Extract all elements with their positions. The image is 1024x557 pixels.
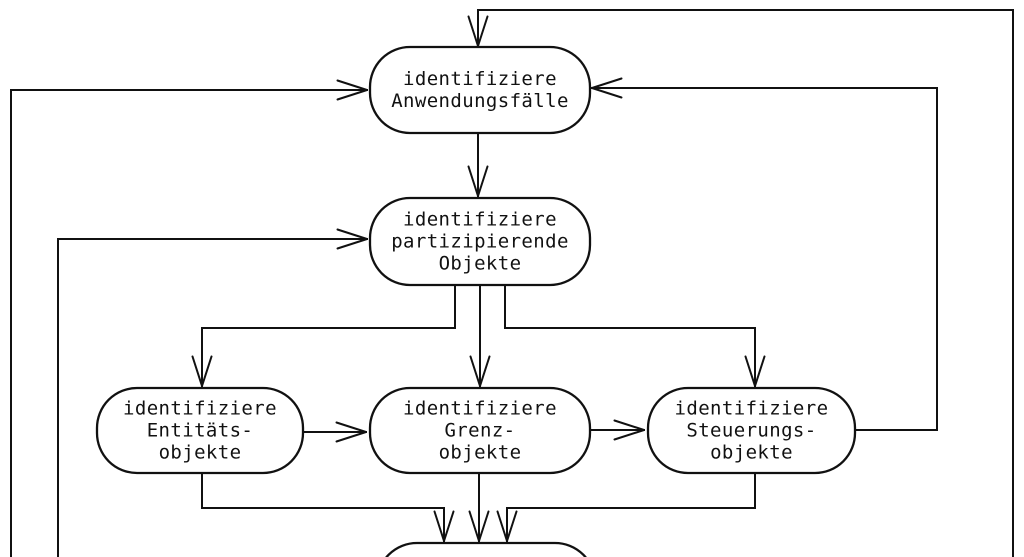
arrowhead-icon: [496, 510, 508, 542]
arrowhead-icon: [469, 355, 481, 387]
node-label-line: identifiziere: [403, 68, 557, 90]
arrowhead-icon: [336, 228, 368, 240]
edge-loop-bottom-to-anwendungsfaelle-left: [10, 79, 368, 557]
edge-loop-bottom-to-partizipierende-left: [57, 228, 368, 557]
arrowhead-icon: [613, 429, 645, 441]
edge-path: [506, 472, 756, 542]
node-bottom-partial: [385, 541, 587, 557]
node-label-line: identifiziere: [675, 398, 829, 420]
edge-path: [477, 9, 1014, 557]
node-label-line: Grenz-: [444, 420, 515, 442]
node-shape: [385, 541, 587, 557]
node-label-line: objekte: [159, 442, 242, 464]
arrowhead-icon: [467, 15, 479, 47]
node-shape: [646, 386, 857, 475]
arrowhead-icon: [467, 165, 479, 197]
edge-anwendungsfaelle-to-partizipierende: [467, 132, 489, 197]
node-label-line: Entitäts-: [147, 420, 254, 442]
node-shape: [368, 196, 592, 287]
arrowhead-icon: [613, 419, 645, 431]
node-label-line: identifiziere: [403, 209, 557, 231]
node-label-line: partizipierende: [391, 231, 569, 253]
arrowhead-icon: [506, 510, 518, 542]
node-label-line: Objekte: [439, 253, 522, 275]
arrowhead-icon: [754, 355, 766, 387]
node-label-line: identifiziere: [123, 398, 277, 420]
arrowhead-icon: [335, 421, 367, 433]
arrowhead-icon: [201, 355, 213, 387]
node-label-line: objekte: [710, 442, 793, 464]
edge-entitaets-to-bottom: [201, 472, 455, 542]
edge-partizipierende-to-grenz: [469, 284, 491, 387]
arrowhead-icon: [443, 510, 455, 542]
arrowhead-icon: [479, 355, 491, 387]
arrowhead-icon: [335, 431, 367, 443]
edge-path: [201, 472, 445, 542]
edge-partizipierende-to-steuerungs: [504, 284, 766, 387]
arrowhead-icon: [744, 355, 756, 387]
arrowhead-icon: [477, 165, 489, 197]
arrowhead-icon: [336, 79, 368, 91]
edge-partizipierende-to-entitaets: [191, 284, 456, 387]
edge-entitaets-to-grenz: [302, 421, 367, 443]
node-shape: [368, 386, 592, 475]
edge-loop-bottom-to-anwendungsfaelle-top: [467, 9, 1014, 557]
node-label-line: Steuerungs-: [686, 420, 816, 442]
node-label-line: objekte: [439, 442, 522, 464]
arrowhead-icon: [477, 15, 489, 47]
arrowhead-icon: [191, 355, 203, 387]
edge-grenz-to-bottom: [468, 472, 490, 542]
node-label-line: Anwendungsfälle: [391, 90, 569, 112]
edge-path: [201, 284, 456, 387]
arrowhead-icon: [478, 510, 490, 542]
arrowhead-icon: [433, 510, 445, 542]
edge-path: [10, 89, 368, 557]
arrowhead-icon: [591, 77, 623, 89]
node-shape: [368, 45, 592, 135]
edge-path: [57, 238, 368, 557]
arrowhead-icon: [336, 238, 368, 250]
edge-path: [591, 87, 938, 431]
node-shape: [95, 386, 305, 475]
edge-steuerungs-to-bottom: [496, 472, 756, 542]
arrowhead-icon: [468, 510, 480, 542]
arrowhead-icon: [591, 87, 623, 99]
edge-path: [504, 284, 756, 387]
arrowhead-icon: [336, 89, 368, 101]
edge-grenz-to-steuerungs: [589, 419, 645, 441]
node-label-line: identifiziere: [403, 398, 557, 420]
edge-steuerungs-to-anwendungsfaelle: [591, 77, 938, 431]
